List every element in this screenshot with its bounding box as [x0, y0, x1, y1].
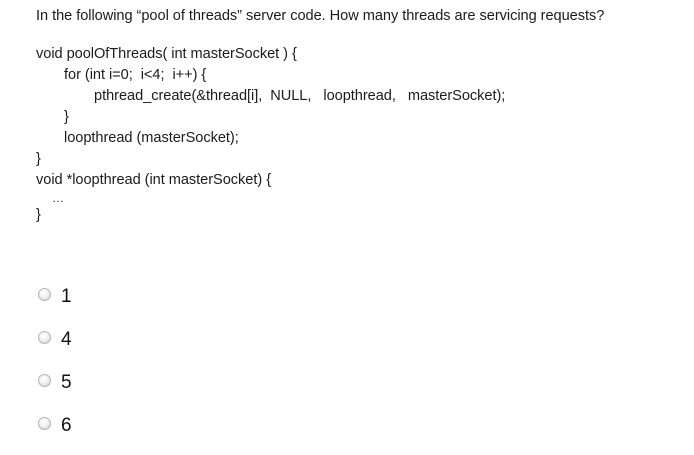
option-label: 1	[61, 286, 72, 307]
code-line-ellipsis: …	[52, 191, 66, 205]
radio-button-icon[interactable]	[38, 417, 51, 430]
code-line: }	[36, 151, 41, 167]
radio-button-icon[interactable]	[38, 374, 51, 387]
option-label: 4	[61, 329, 72, 350]
radio-button-icon[interactable]	[38, 288, 51, 301]
option-label: 5	[61, 372, 72, 393]
answer-options: 1 4 5 6	[38, 272, 338, 444]
code-line: loopthread (masterSocket);	[64, 130, 239, 146]
code-line: }	[64, 109, 69, 125]
code-line: void poolOfThreads( int masterSocket ) {	[36, 46, 297, 62]
code-line: void *loopthread (int masterSocket) {	[36, 172, 272, 188]
option-label: 6	[61, 415, 72, 436]
radio-button-icon[interactable]	[38, 331, 51, 344]
code-line: for (int i=0; i<4; i++) {	[64, 67, 207, 83]
question-prompt: In the following “pool of threads” serve…	[36, 8, 605, 24]
option-row[interactable]: 4	[38, 315, 338, 358]
code-snippet: void poolOfThreads( int masterSocket ) {…	[36, 44, 656, 226]
option-row[interactable]: 6	[38, 401, 338, 444]
code-line: pthread_create(&thread[i], NULL, loopthr…	[94, 88, 506, 104]
code-line: }	[36, 207, 41, 223]
option-row[interactable]: 1	[38, 272, 338, 315]
option-row[interactable]: 5	[38, 358, 338, 401]
